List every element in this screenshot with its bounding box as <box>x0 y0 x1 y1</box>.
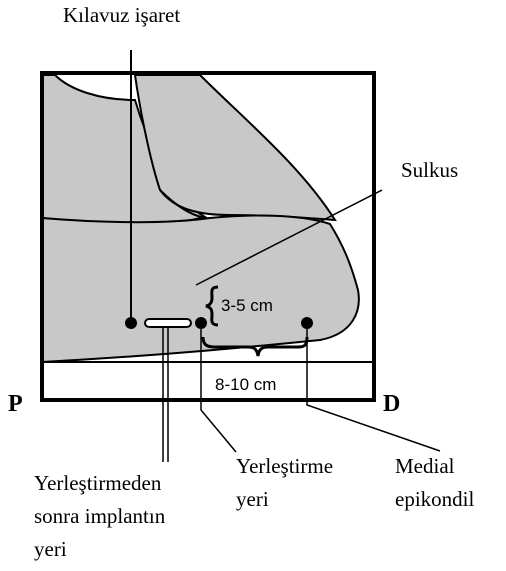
sulcus-pointer-line <box>195 189 383 286</box>
guide-mark-label: Kılavuz işaret <box>63 3 180 27</box>
medial-epicondyle-label-line2: epikondil <box>395 487 474 511</box>
medial-epicondyle-dot <box>301 317 313 329</box>
elbow-crease <box>159 189 206 219</box>
horizontal-brace <box>201 336 309 357</box>
proximal-label: P <box>8 391 23 417</box>
epicondyle-leader <box>306 329 441 452</box>
vertical-distance-label: 3-5 cm <box>221 296 273 315</box>
insertion-leader <box>200 329 237 453</box>
implant-site-label-line3: yeri <box>34 537 67 561</box>
horizontal-distance-label: 8-10 cm <box>215 375 276 394</box>
implant-site-label-line2: sonra implantın <box>34 504 166 528</box>
insertion-site-dot <box>195 317 207 329</box>
insertion-site-label-line2: yeri <box>236 487 269 511</box>
distal-label: D <box>383 391 400 417</box>
diagram-frame-border <box>40 71 376 402</box>
vertical-brace <box>205 285 219 327</box>
insertion-site-label-line1: Yerleştirme <box>236 454 333 478</box>
medial-epicondyle-label-line1: Medial <box>395 454 455 478</box>
guide-mark-dot <box>125 317 137 329</box>
implant-site-label-line1: Yerleştirmeden <box>34 471 162 495</box>
sulcus-label: Sulkus <box>401 158 458 182</box>
implant-rod <box>144 318 192 328</box>
arm-shape <box>41 214 360 364</box>
